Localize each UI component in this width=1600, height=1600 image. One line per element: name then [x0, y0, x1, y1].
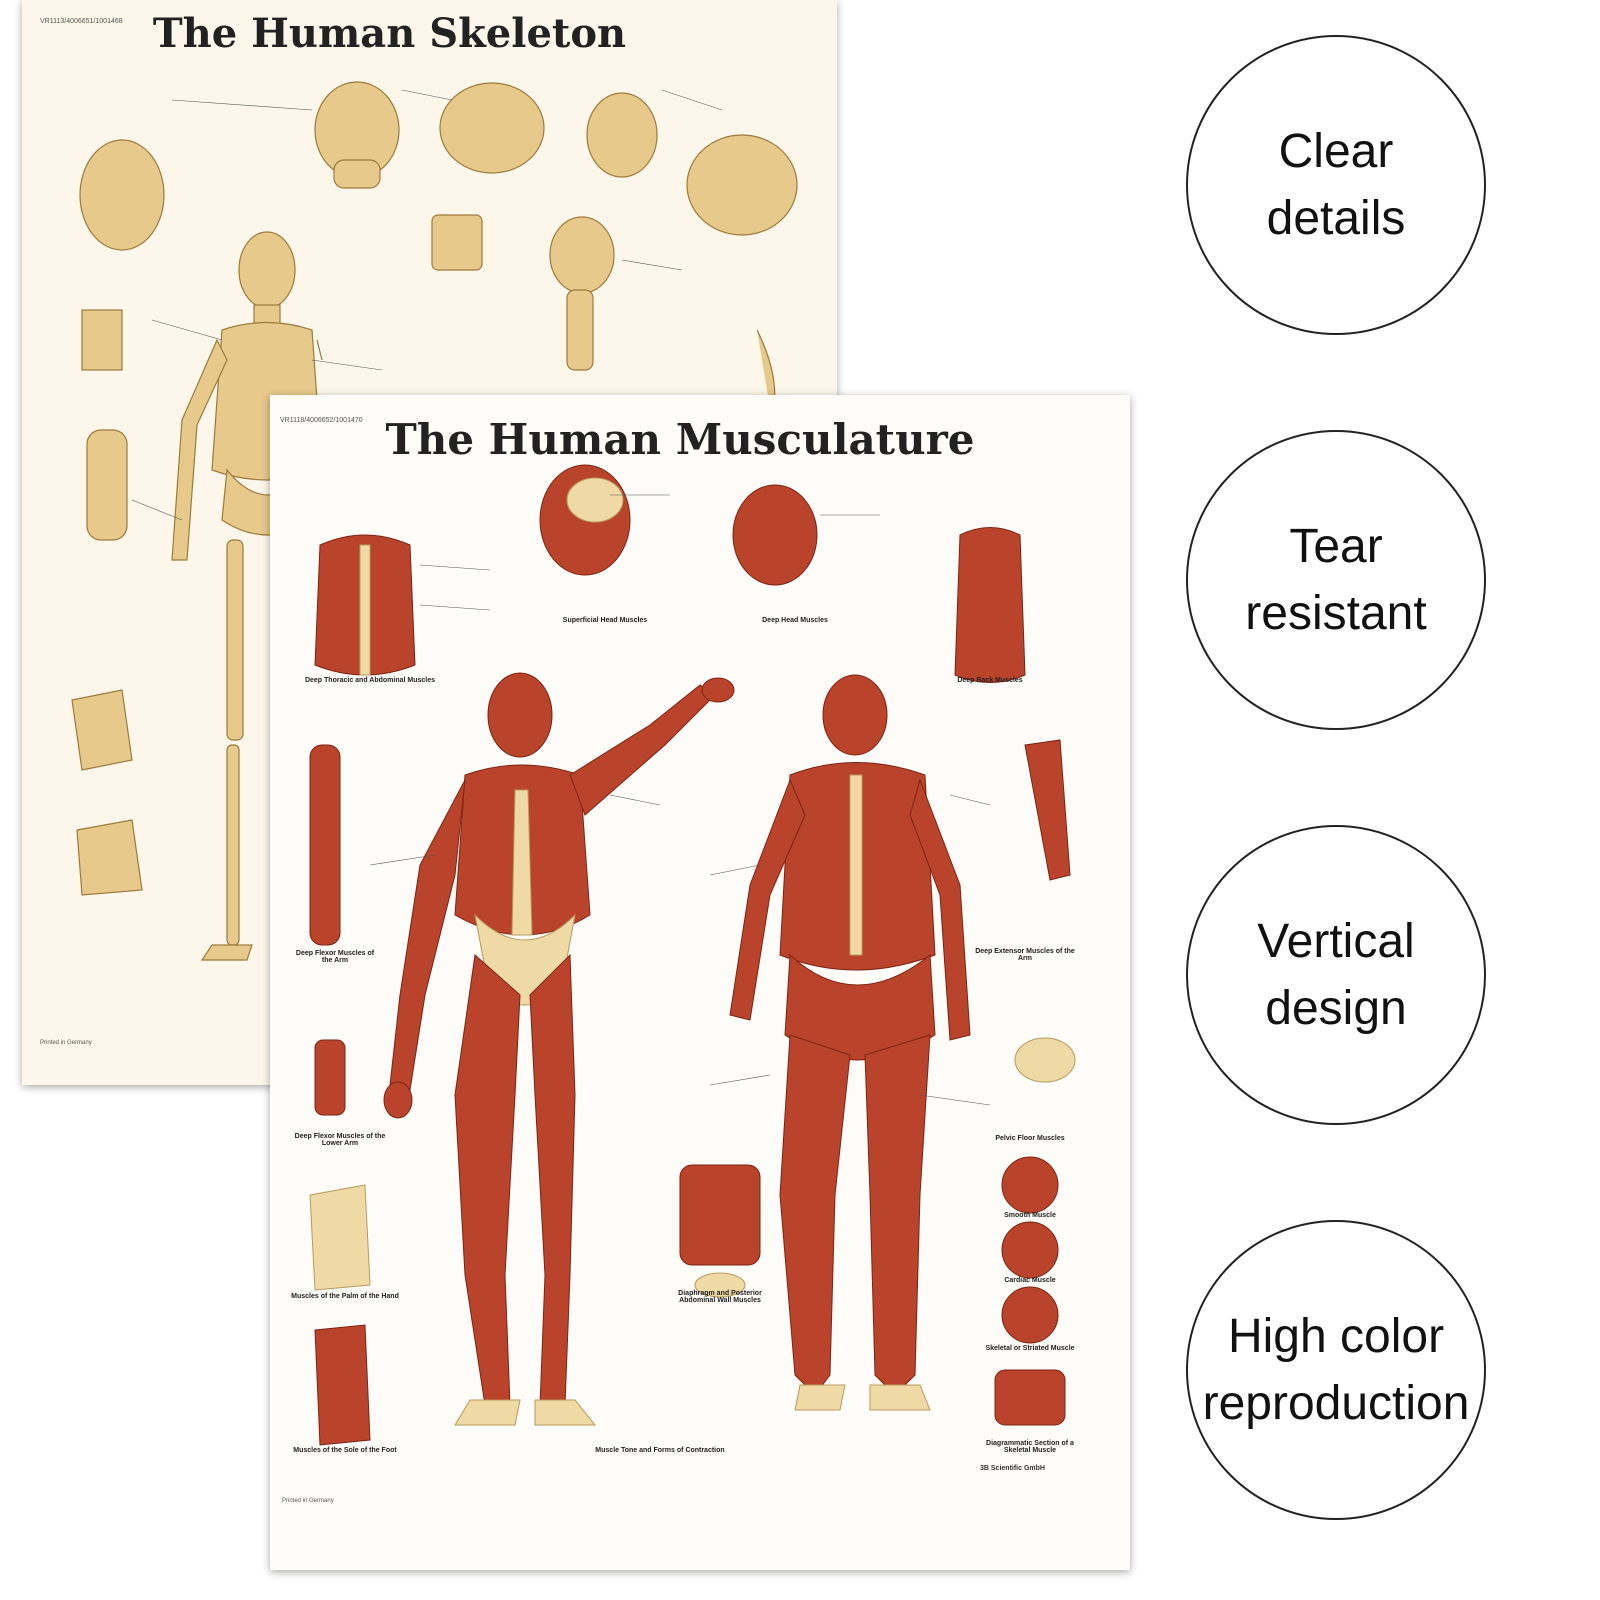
caption-deep-flexor-arm: Deep Flexor Muscles of the Arm	[295, 950, 375, 964]
caption-pelvic-floor: Pelvic Floor Muscles	[995, 1135, 1065, 1142]
caption-smooth: Smooth Muscle	[1004, 1212, 1056, 1219]
poster-code: VR1118/4006652/1001470	[280, 417, 363, 424]
caption-skeletal: Skeletal or Striated Muscle	[985, 1345, 1075, 1352]
skeleton-poster-title: The Human Skeleton	[152, 10, 627, 57]
caption-superficial-head: Superficial Head Muscles	[562, 617, 648, 624]
caption-cardiac: Cardiac Muscle	[1004, 1277, 1056, 1284]
caption-deep-head: Deep Head Muscles	[762, 617, 828, 624]
caption-palm-hand: Muscles of the Palm of the Hand	[291, 1293, 399, 1300]
caption-sole-foot: Muscles of the Sole of the Foot	[293, 1447, 397, 1454]
caption-deep-extensor-arm: Deep Extensor Muscles of the Arm	[975, 948, 1075, 962]
caption-deep-flexor-lower-arm: Deep Flexor Muscles of the Lower Arm	[294, 1133, 386, 1147]
caption-deep-thoracic: Deep Thoracic and Abdominal Muscles	[304, 677, 436, 684]
caption-diagram-section: Diagrammatic Section of a Skeletal Muscl…	[986, 1440, 1074, 1454]
caption-deep-back: Deep Back Muscles	[957, 677, 1023, 684]
caption-muscle-tone: Muscle Tone and Forms of Contraction	[595, 1447, 725, 1454]
musculature-poster-title: The Human Musculature	[385, 415, 975, 464]
printed-in-germany: Printed in Germany	[282, 1498, 334, 1504]
printed-in-germany: Printed in Germany	[40, 1040, 92, 1046]
caption-diaphragm: Diaphragm and Posterior Abdominal Wall M…	[678, 1290, 762, 1304]
musculature-poster: VR1118/4006652/1001470 The Human Muscula…	[270, 395, 1130, 1570]
musculature-illustration	[309, 464, 1076, 1446]
skeleton-illustration	[71, 81, 798, 961]
poster-code: VR1113/4006651/1001468	[40, 18, 123, 25]
publisher-name: 3B Scientific GmbH	[980, 1465, 1045, 1472]
